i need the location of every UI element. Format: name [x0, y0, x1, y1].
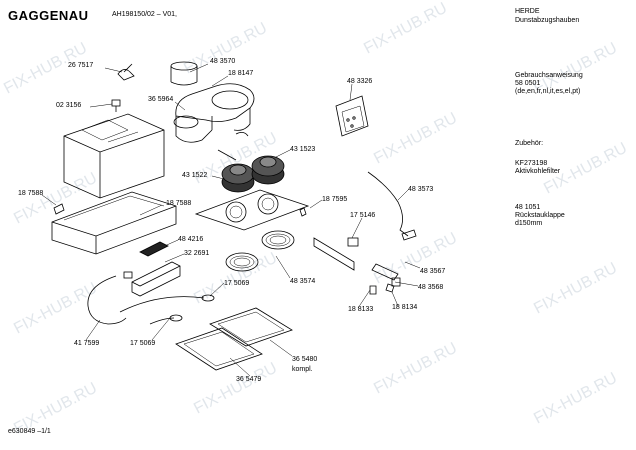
- part-label: 48 3573: [408, 186, 434, 193]
- accessory-1-name: Aktivkohlefilter: [515, 168, 561, 175]
- filter-panel-lower: [175, 327, 263, 371]
- part-label: 48 4216: [178, 236, 204, 243]
- cable-part: [367, 171, 417, 241]
- manual-languages: (de,en,fr,nl,it,es,el,pt): [515, 88, 581, 95]
- category-line-1: HERDE: [515, 8, 540, 15]
- screw-part: [111, 99, 121, 112]
- hood-top-housing: [63, 113, 165, 199]
- control-module-part: [335, 95, 369, 137]
- fan-motor-1: [217, 149, 255, 193]
- category-line-2: Dunstabzugshauben: [515, 17, 580, 24]
- part-label: 48 3326: [347, 78, 373, 85]
- manual-label: Gebrauchsanweisung: [515, 72, 583, 79]
- round-grille-1: [225, 252, 259, 272]
- bulb-part-lower: [149, 314, 183, 325]
- part-label: 43 1522: [182, 172, 208, 179]
- bulb-part: [119, 294, 215, 313]
- lamp-holder-part: [371, 263, 401, 287]
- switch-part: [139, 241, 169, 257]
- part-label: 18 7588: [166, 200, 192, 207]
- part-label: 17 5069: [130, 340, 156, 347]
- connector-part: [299, 207, 307, 217]
- part-label: 41 7599: [74, 340, 100, 347]
- part-label: 36 5964: [148, 96, 174, 103]
- leader-lines: [41, 63, 421, 377]
- part-label: 43 1523: [290, 146, 316, 153]
- part-label: 17 5146: [350, 212, 376, 219]
- lamp-rail-part: [313, 237, 359, 271]
- hook-part: [235, 132, 249, 137]
- part-label: 48 3570: [210, 58, 236, 65]
- air-collar-part: [170, 61, 198, 86]
- part-label: 48 3574: [290, 278, 316, 285]
- brand-logo: GAGGENAU: [8, 8, 89, 23]
- part-label: 36 5480: [292, 356, 318, 363]
- lamp-part-small-2: [385, 283, 395, 293]
- part-label: 18 7588: [18, 190, 44, 197]
- fan-base-plate: [194, 189, 310, 231]
- round-grille-2: [261, 230, 295, 250]
- accessory-2-name: Rückstauklappe: [515, 212, 565, 219]
- fan-motor-2: [251, 155, 285, 185]
- accessory-2-number: 48 1051: [515, 204, 541, 211]
- bracket-part: [53, 203, 65, 215]
- manual-number: 58 0501: [515, 80, 541, 87]
- duct-part: [173, 83, 255, 143]
- accessory-1-number: KF273198: [515, 160, 548, 167]
- power-cable-part: [87, 271, 133, 325]
- model-number: AH198150/02 – V01,: [112, 11, 177, 18]
- part-label: 36 5479: [236, 376, 262, 383]
- part-label: 48 3567: [420, 268, 446, 275]
- part-label: 18 8147: [228, 70, 254, 77]
- part-label: 32 2691: [184, 250, 210, 257]
- switch-cover-part: [131, 261, 181, 297]
- clip-part: [117, 63, 135, 81]
- accessory-2-size: d150mm: [515, 220, 543, 227]
- part-label: 02 3156: [56, 102, 82, 109]
- part-label: 18 7595: [322, 196, 348, 203]
- lamp-part-small-1: [369, 285, 377, 295]
- part-label: 18 8133: [348, 306, 374, 313]
- hood-frame-part: [51, 191, 177, 255]
- part-label: 48 3568: [418, 284, 444, 291]
- document-id: e630849 –1/1: [8, 428, 51, 435]
- part-label: 18 8134: [392, 304, 418, 311]
- part-label: 26 7517: [68, 62, 94, 69]
- part-label: 17 5069: [224, 280, 250, 287]
- accessories-heading: Zubehör:: [515, 140, 544, 147]
- part-label-note: kompl.: [292, 366, 313, 373]
- filter-panel-upper: [209, 307, 293, 347]
